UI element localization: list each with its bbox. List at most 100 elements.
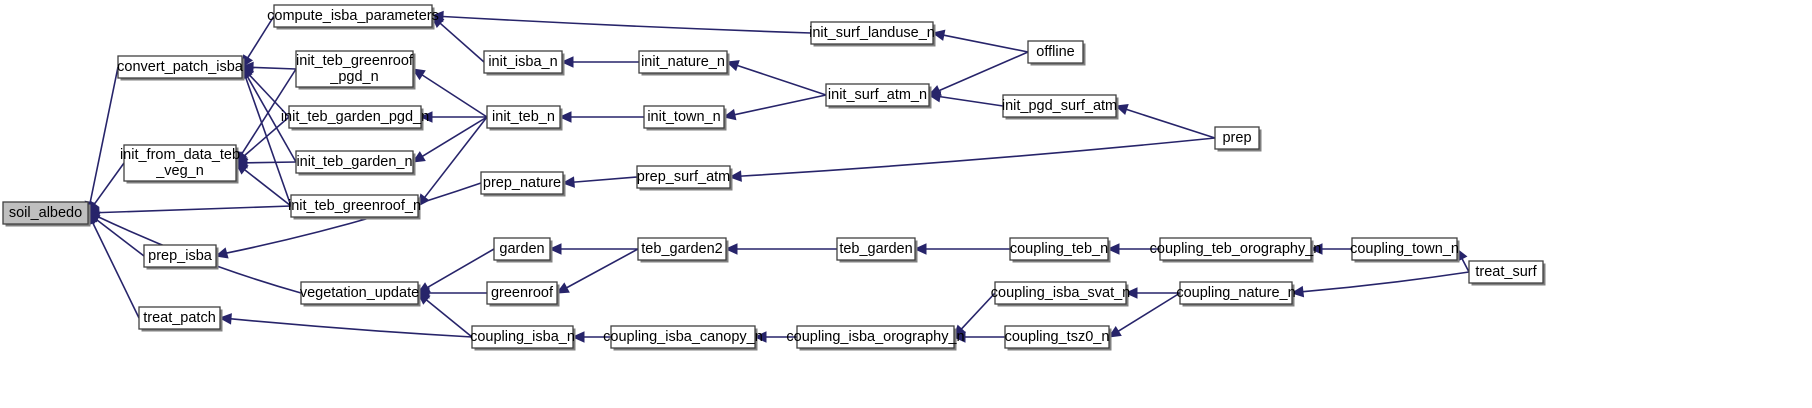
arrowhead-icon	[753, 331, 767, 343]
node-coupling_isba_svat_n[interactable]: coupling_isba_svat_n	[991, 281, 1130, 307]
node-rect[interactable]	[483, 50, 563, 74]
edge-line	[421, 74, 488, 118]
edge-line	[246, 76, 297, 163]
arrowhead-icon	[1114, 104, 1129, 116]
edge-line	[573, 176, 638, 183]
node-coupling_isba_orography_n[interactable]: coupling_isba_orography_n	[786, 325, 965, 351]
node-coupling_town_n[interactable]: coupling_town_n	[1350, 237, 1460, 263]
node-init_teb_greenroof_pgd_n[interactable]: init_teb_greenroof_pgd_n	[295, 50, 416, 90]
node-label: init_from_data_teb_veg_n	[120, 147, 240, 179]
node-treat_surf[interactable]: treat_surf	[1468, 260, 1546, 286]
node-rect[interactable]	[810, 21, 934, 45]
node-coupling_teb_n[interactable]: coupling_teb_n	[1009, 237, 1111, 263]
arrowhead-icon	[927, 90, 942, 103]
node-rect[interactable]	[123, 144, 237, 182]
node-rect[interactable]	[1004, 325, 1110, 349]
arrowhead-icon	[419, 111, 433, 123]
node-coupling_isba_canopy_n[interactable]: coupling_isba_canopy_n	[603, 325, 763, 351]
node-rect[interactable]	[1351, 237, 1458, 261]
node-rect[interactable]	[273, 4, 433, 28]
node-vegetation_update[interactable]: vegetation_update	[300, 281, 421, 307]
node-rect[interactable]	[486, 105, 561, 129]
node-rect[interactable]	[638, 50, 728, 74]
arrowhead-icon	[931, 29, 946, 41]
node-init_isba_n[interactable]: init_isba_n	[483, 50, 565, 76]
edge-prep-to-prep_surf_atm	[728, 137, 1216, 182]
node-rect[interactable]	[636, 165, 731, 189]
node-offline[interactable]: offline	[1027, 40, 1086, 66]
node-init_surf_atm_n[interactable]: init_surf_atm_n	[825, 83, 932, 109]
node-label: coupling_isba_canopy_n	[603, 329, 763, 345]
node-rect[interactable]	[994, 281, 1127, 305]
node-rect[interactable]	[610, 325, 756, 349]
node-rect[interactable]	[1009, 237, 1109, 261]
node-rect[interactable]	[288, 105, 422, 129]
node-rect[interactable]	[1179, 281, 1293, 305]
node-prep_surf_atm[interactable]: prep_surf_atm	[636, 165, 733, 191]
node-rect[interactable]	[643, 105, 725, 129]
node-rect[interactable]	[117, 55, 243, 79]
arrowhead-icon	[1106, 243, 1120, 255]
node-rect[interactable]	[493, 237, 551, 261]
node-rect[interactable]	[2, 201, 89, 225]
node-prep_isba[interactable]: prep_isba	[143, 244, 219, 270]
arrowhead-icon	[214, 247, 229, 259]
node-init_teb_garden_pgd_n[interactable]: init_teb_garden_pgd_n	[281, 105, 429, 131]
edge-line	[1302, 271, 1470, 293]
node-label: treat_patch	[143, 310, 216, 326]
node-init_teb_n[interactable]: init_teb_n	[486, 105, 563, 131]
node-rect[interactable]	[1027, 40, 1084, 64]
node-coupling_isba_n[interactable]: coupling_isba_n	[470, 325, 576, 351]
node-rect[interactable]	[796, 325, 955, 349]
node-coupling_nature_n[interactable]: coupling_nature_n	[1176, 281, 1296, 307]
node-prep[interactable]: prep	[1214, 126, 1262, 152]
node-soil_albedo[interactable]: soil_albedo	[2, 201, 91, 227]
node-teb_garden[interactable]: teb_garden	[836, 237, 918, 263]
node-label: prep_isba	[148, 248, 213, 264]
node-rect[interactable]	[836, 237, 916, 261]
node-init_from_data_teb_veg_n[interactable]: init_from_data_teb_veg_n	[120, 144, 240, 184]
node-compute_isba_parameters[interactable]: compute_isba_parameters	[267, 4, 439, 30]
node-init_pgd_surf_atm[interactable]: init_pgd_surf_atm	[1002, 94, 1119, 120]
node-teb_garden2[interactable]: teb_garden2	[637, 237, 729, 263]
node-coupling_teb_orography_n[interactable]: coupling_teb_orography_n	[1150, 237, 1322, 263]
node-init_teb_garden_n[interactable]: init_teb_garden_n	[295, 150, 416, 176]
node-convert_patch_isba[interactable]: convert_patch_isba	[117, 55, 245, 81]
node-init_town_n[interactable]: init_town_n	[643, 105, 727, 131]
node-init_nature_n[interactable]: init_nature_n	[638, 50, 730, 76]
node-greenroof[interactable]: greenroof	[486, 281, 560, 307]
node-rect[interactable]	[471, 325, 574, 349]
node-treat_patch[interactable]: treat_patch	[138, 306, 223, 332]
edge-line	[248, 74, 290, 118]
edge-init_pgd_surf_atm-to-init_surf_atm_n	[927, 90, 1004, 107]
node-rect[interactable]	[295, 50, 414, 88]
node-rect[interactable]	[300, 281, 419, 305]
arrowhead-icon	[1290, 285, 1305, 298]
node-rect[interactable]	[1159, 237, 1312, 261]
node-rect[interactable]	[637, 237, 727, 261]
node-rect[interactable]	[143, 244, 217, 268]
node-rect[interactable]	[138, 306, 221, 330]
node-rect[interactable]	[1468, 260, 1544, 284]
node-init_teb_greenroof_n[interactable]: init_teb_greenroof_n	[288, 194, 421, 220]
node-prep_nature[interactable]: prep_nature	[480, 171, 566, 197]
node-rect[interactable]	[480, 171, 564, 195]
edge-line	[96, 219, 145, 257]
edge-coupling_isba_canopy_n-to-coupling_isba_n	[571, 331, 611, 343]
arrowhead-icon	[725, 60, 740, 72]
edge-teb_garden2-to-greenroof	[555, 248, 639, 294]
node-rect[interactable]	[486, 281, 558, 305]
edge-line	[226, 182, 482, 254]
node-rect[interactable]	[825, 83, 930, 107]
node-rect[interactable]	[1214, 126, 1260, 150]
node-rect[interactable]	[290, 194, 419, 218]
node-label: coupling_isba_orography_n	[786, 329, 964, 345]
edge-coupling_isba_n-to-treat_patch	[218, 313, 473, 338]
edge-offline-to-init_surf_atm_n	[927, 51, 1029, 96]
node-rect[interactable]	[1002, 94, 1117, 118]
node-rect[interactable]	[295, 150, 414, 174]
node-layer: soil_albedo convert_patch_isba init_from_d…	[2, 4, 1546, 351]
node-init_surf_landuse_n[interactable]: init_surf_landuse_n	[809, 21, 936, 47]
node-coupling_tsz0_n[interactable]: coupling_tsz0_n	[1004, 325, 1112, 351]
node-garden[interactable]: garden	[493, 237, 553, 263]
